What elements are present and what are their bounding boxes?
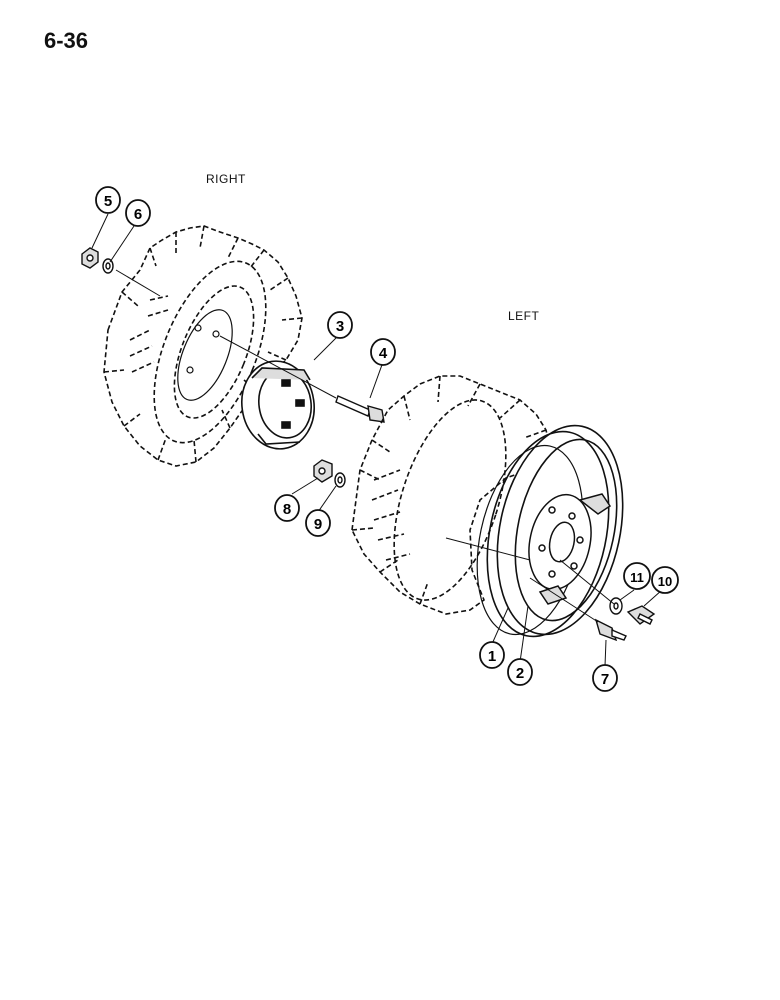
callout-1: 1 [479, 641, 505, 669]
bolt-item-10 [626, 605, 656, 625]
bolt-item-4 [335, 395, 385, 423]
left-tire [351, 375, 553, 615]
callout-label-3: 3 [336, 318, 344, 335]
callout-label-1: 1 [488, 648, 496, 665]
callout-label-9: 9 [314, 516, 322, 533]
callout-label-4: 4 [379, 345, 388, 362]
right-wheel-label: RIGHT [206, 172, 246, 186]
right-tire [103, 225, 303, 467]
callout-6: 6 [125, 199, 151, 227]
right-tire-rim-hub [177, 309, 233, 401]
wheel-center-disc [528, 493, 612, 605]
callout-8: 8 [274, 494, 300, 522]
callout-7: 7 [592, 664, 618, 692]
callout-3: 3 [327, 311, 353, 339]
bolt-item-7 [594, 618, 627, 642]
wheel-weight [241, 360, 315, 450]
nut-item-8 [313, 459, 333, 483]
callout-label-7: 7 [601, 671, 609, 688]
callout-4: 4 [370, 338, 396, 366]
callout-label-5: 5 [104, 193, 112, 210]
leader-lines [91, 213, 663, 667]
callout-label-6: 6 [134, 206, 142, 223]
washer-item-9 [334, 472, 346, 488]
washer-item-11 [609, 597, 623, 615]
callout-5: 5 [95, 186, 121, 214]
page-number: 6-36 [44, 28, 89, 53]
washer-item-6 [102, 258, 114, 274]
callout-label-8: 8 [283, 501, 291, 518]
callout-label-11: 11 [630, 570, 644, 585]
callout-11: 11 [623, 562, 651, 590]
callout-2: 2 [507, 658, 533, 686]
callout-label-2: 2 [516, 665, 524, 682]
callout-10: 10 [651, 566, 679, 594]
callout-9: 9 [305, 509, 331, 537]
callout-label-10: 10 [658, 574, 672, 589]
nut-item-5 [81, 247, 99, 269]
left-wheel-label: LEFT [508, 309, 540, 323]
